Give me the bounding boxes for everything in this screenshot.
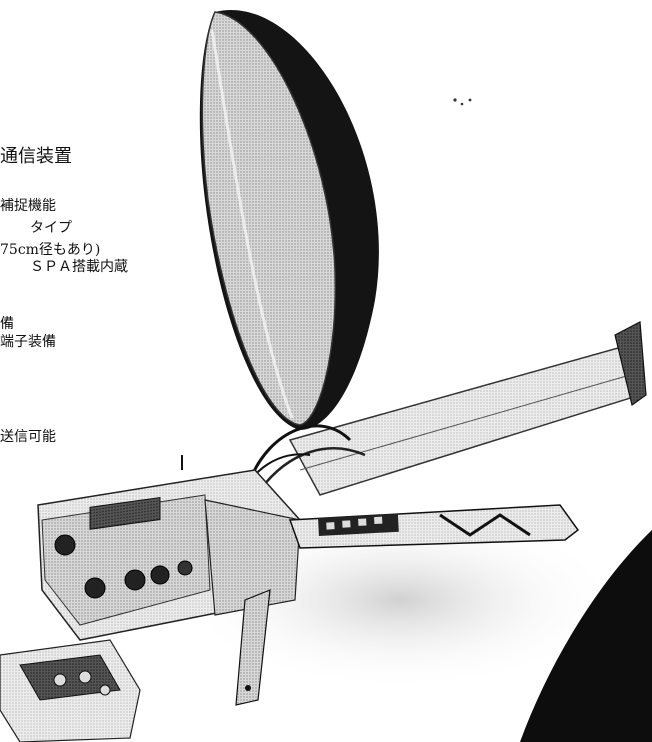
dark-corner-shape: [520, 530, 652, 742]
feature-line-3: 75cm径もあり): [0, 242, 101, 258]
feature-line-2: タイプ: [30, 220, 72, 236]
connector-3: [124, 569, 146, 591]
feature-line-1: 補捉機能: [0, 198, 56, 214]
base-unit-front-panel: [41, 494, 211, 626]
connector-4: [150, 565, 170, 585]
connector-1: [54, 534, 76, 556]
stabilizer-leg: [235, 589, 271, 706]
feed-horn: [614, 321, 647, 407]
feature-line-5: 備: [0, 316, 14, 332]
feature-line-7: 送信可能: [0, 429, 56, 445]
display-window: [89, 496, 161, 530]
feature-text-column: 通信装置 補捉機能 タイプ 75cm径もあり) ＳＰＡ搭載内蔵 備 端子装備 送…: [0, 146, 128, 445]
antenna-dish: [201, 11, 337, 426]
extension-bracket: [288, 504, 580, 549]
feature-line-6: 端子装備: [0, 334, 56, 350]
feature-line-4: ＳＰＡ搭載内蔵: [30, 259, 128, 275]
section-heading: 通信装置: [0, 146, 72, 167]
connector-2: [84, 577, 106, 599]
side-box: [204, 499, 301, 616]
